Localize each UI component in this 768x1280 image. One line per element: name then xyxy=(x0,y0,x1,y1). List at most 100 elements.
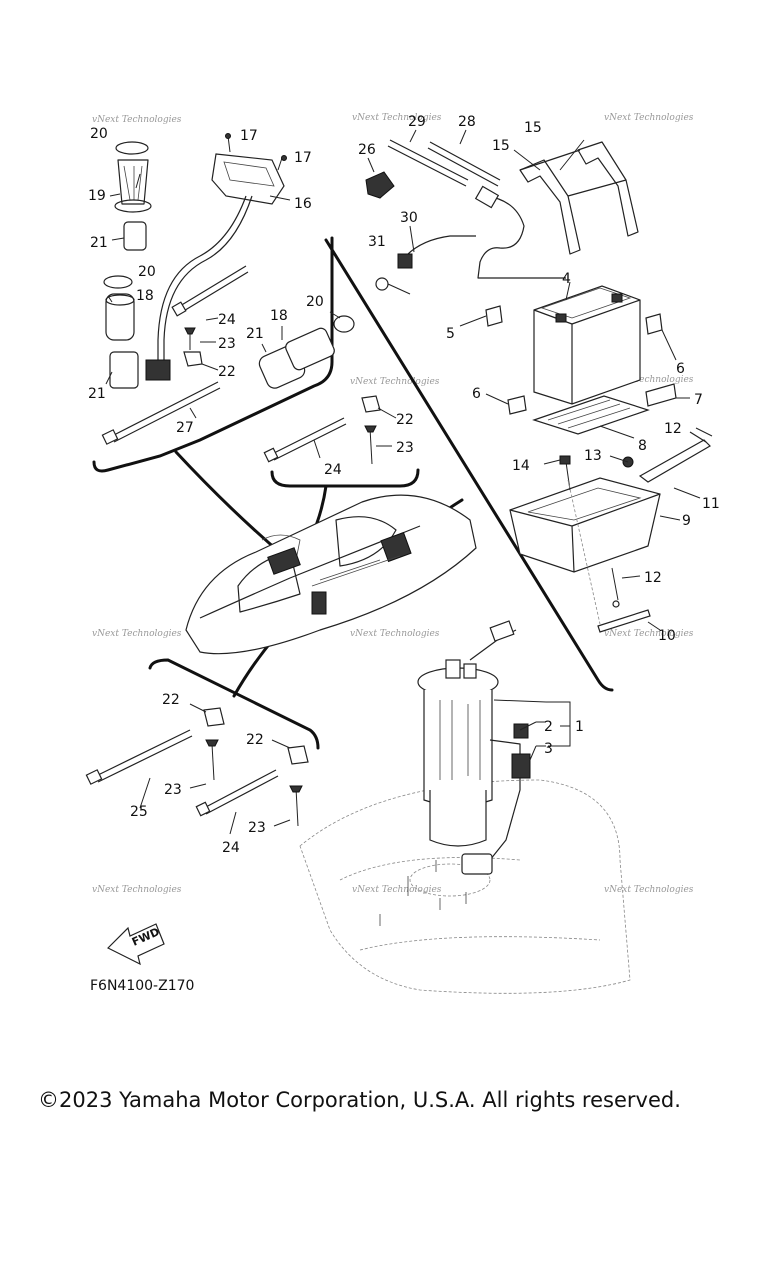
callout-28: 28 xyxy=(458,114,476,130)
callout-22: 22 xyxy=(162,692,180,708)
watermark: vNext Technologies xyxy=(352,113,442,123)
watermark: vNext Technologies xyxy=(604,375,694,385)
pad-part xyxy=(485,305,503,327)
fuse-box-part xyxy=(211,153,285,205)
wire-harness-part xyxy=(157,195,247,364)
clip-part xyxy=(203,707,225,727)
connector-part xyxy=(145,359,171,381)
strap-part xyxy=(577,141,639,237)
watermark: vNext Technologies xyxy=(92,115,182,125)
battery-mat-part xyxy=(532,395,650,435)
cable-tie-part xyxy=(179,265,249,313)
clip-part xyxy=(183,351,203,367)
battery-box-part xyxy=(509,477,661,573)
fuel-pump-part xyxy=(423,690,493,807)
callout-4: 4 xyxy=(562,271,571,287)
callout-31: 31 xyxy=(368,234,386,250)
callout-18: 18 xyxy=(136,288,154,304)
callout-22: 22 xyxy=(396,412,414,428)
frame-right xyxy=(324,238,614,692)
watercraft-hull xyxy=(185,494,477,655)
callout-9: 9 xyxy=(682,513,691,529)
callout-24: 24 xyxy=(324,462,342,478)
frame-lower-left xyxy=(148,658,320,750)
callout-21: 21 xyxy=(246,326,264,342)
callout-numbers: 1 2 3 4 5 6 6 7 8 9 10 11 12 12 13 14 15… xyxy=(88,114,720,856)
watermark: vNext Technologies xyxy=(352,885,442,895)
watermark: vNext Technologies xyxy=(92,885,182,895)
clip-part xyxy=(287,745,309,765)
bracket-part xyxy=(638,439,711,483)
rivet-part xyxy=(289,785,303,793)
cable-tie-part xyxy=(111,381,221,443)
callout-12: 12 xyxy=(664,421,682,437)
parts-diagram: vNext Technologies vNext Technologies vN… xyxy=(85,113,720,994)
callout-12: 12 xyxy=(644,570,662,586)
callout-20: 20 xyxy=(90,126,108,142)
callout-26: 26 xyxy=(358,142,376,158)
vent-filter-part xyxy=(117,159,149,205)
pin-part xyxy=(612,600,620,608)
upper-right-parts xyxy=(365,139,713,633)
callout-16: 16 xyxy=(294,196,312,212)
callout-24: 24 xyxy=(218,312,236,328)
callout-20: 20 xyxy=(306,294,324,310)
callout-15: 15 xyxy=(492,138,510,154)
callout-24: 24 xyxy=(222,840,240,856)
callout-23: 23 xyxy=(164,782,182,798)
callout-29: 29 xyxy=(408,114,426,130)
callout-11: 11 xyxy=(702,496,720,512)
callout-19: 19 xyxy=(88,188,106,204)
sleeve-part xyxy=(109,351,139,389)
figure-code: F6N4100-Z170 xyxy=(90,978,194,994)
cable-part xyxy=(387,139,469,187)
callout-23: 23 xyxy=(396,440,414,456)
cable-tie-part xyxy=(203,769,279,815)
callout-6: 6 xyxy=(676,361,685,377)
callout-22: 22 xyxy=(246,732,264,748)
fwd-arrow-icon xyxy=(106,923,165,966)
callout-17: 17 xyxy=(240,128,258,144)
callout-14: 14 xyxy=(512,458,530,474)
callout-8: 8 xyxy=(638,438,647,454)
watermark: vNext Technologies xyxy=(350,629,440,639)
lower-left-parts xyxy=(85,707,309,827)
rivet-part xyxy=(205,739,219,747)
callout-17: 17 xyxy=(294,150,312,166)
copyright-notice: ©2023 Yamaha Motor Corporation, U.S.A. A… xyxy=(38,1088,681,1112)
bolt-part xyxy=(559,455,571,465)
hose-part xyxy=(105,293,135,341)
callout-7: 7 xyxy=(694,392,703,408)
strap-part xyxy=(519,159,581,255)
frame-middle xyxy=(270,468,420,488)
pad-part xyxy=(645,313,663,335)
callout-30: 30 xyxy=(400,210,418,226)
upper-left-parts xyxy=(101,133,355,445)
rivet-part xyxy=(184,327,196,335)
seat-part xyxy=(335,516,397,567)
clip-part xyxy=(361,395,381,413)
callout-13: 13 xyxy=(584,448,602,464)
callout-15: 15 xyxy=(524,120,542,136)
fuel-pump-assembly xyxy=(299,620,631,994)
callout-6: 6 xyxy=(472,386,481,402)
callout-21: 21 xyxy=(90,235,108,251)
connector-upper xyxy=(174,450,286,558)
watermark: vNext Technologies xyxy=(350,377,440,387)
watermark: vNext Technologies xyxy=(92,629,182,639)
watermark: vNext Technologies xyxy=(604,885,694,895)
callout-18: 18 xyxy=(270,308,288,324)
watermark: vNext Technologies xyxy=(604,629,694,639)
clamp-part xyxy=(103,275,133,289)
callout-5: 5 xyxy=(446,326,455,342)
callout-23: 23 xyxy=(218,336,236,352)
watermark: vNext Technologies xyxy=(604,113,694,123)
battery-part xyxy=(533,285,641,405)
callout-3: 3 xyxy=(544,741,553,757)
watermarks: vNext Technologies vNext Technologies vN… xyxy=(92,113,694,895)
rivet-part xyxy=(364,425,377,433)
frame-upper-left xyxy=(92,236,334,473)
bolt-part xyxy=(375,277,389,291)
callout-27: 27 xyxy=(176,420,194,436)
cable-tie-part xyxy=(95,729,193,783)
